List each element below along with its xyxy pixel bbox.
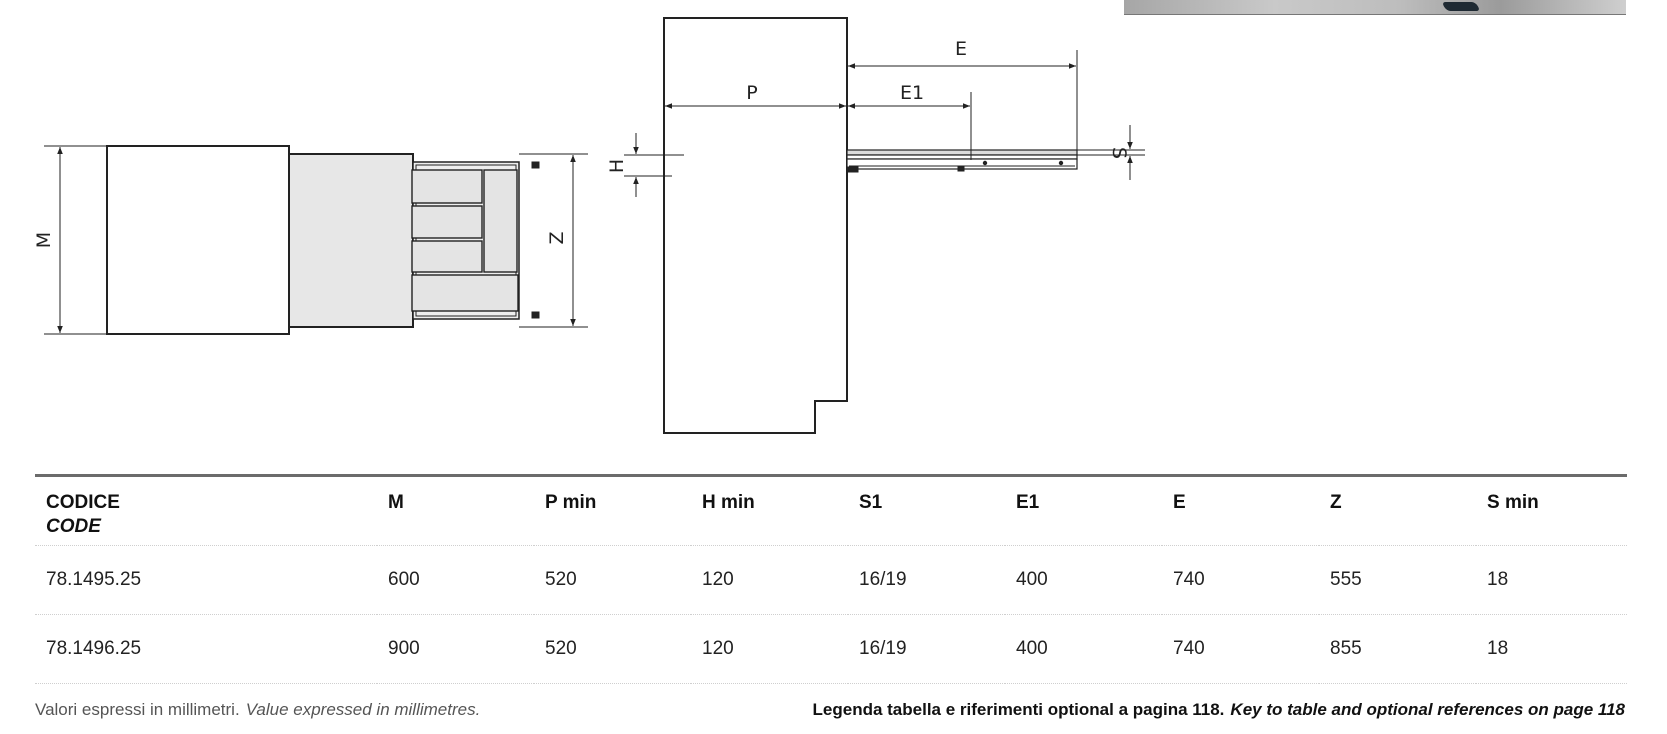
header-e: E xyxy=(1173,492,1186,513)
cell-s1: 16/19 xyxy=(848,614,1005,684)
top-view xyxy=(44,145,588,335)
legend-footnote-en: Key to table and optional references on … xyxy=(1230,700,1625,719)
dimension-e1-label: E1 xyxy=(900,82,924,104)
cell-m: 600 xyxy=(377,545,534,615)
product-photo-fragment xyxy=(1124,0,1626,15)
cell-e1: 400 xyxy=(1005,614,1162,684)
technical-drawing: M Z H P E1 E S xyxy=(33,17,1145,434)
cabinet-side-view xyxy=(663,17,848,434)
header-e1: E1 xyxy=(1016,492,1040,513)
cell-m: 900 xyxy=(377,614,534,684)
cabinet-top-view xyxy=(106,145,290,335)
header-s-min: S min xyxy=(1487,492,1539,513)
header-p-min: P min xyxy=(545,492,597,513)
units-footnote-it: Valori espressi in millimetri. xyxy=(35,700,240,719)
specification-table: CODICE CODE M P min H min S1 E1 E Z S mi… xyxy=(35,474,1627,684)
table-row: 78.1496.25 900 520 120 16/19 400 740 855… xyxy=(35,614,1627,684)
cell-h-min: 120 xyxy=(691,614,848,684)
dimension-e-label: E xyxy=(955,38,967,60)
legend-footnote-it: Legenda tabella e riferimenti optional a… xyxy=(812,700,1225,719)
table-header-row: CODICE CODE M P min H min S1 E1 E Z S mi… xyxy=(35,476,1627,546)
cell-s1: 16/19 xyxy=(848,545,1005,615)
header-s1: S1 xyxy=(859,492,883,513)
dimension-s-label: S xyxy=(1108,147,1130,159)
header-code: CODICE CODE xyxy=(35,476,377,546)
dimension-p-label: P xyxy=(746,82,757,104)
header-h-min: H min xyxy=(702,492,755,513)
cell-p-min: 520 xyxy=(534,545,691,615)
cell-e: 740 xyxy=(1162,614,1319,684)
table-row: 78.1495.25 600 520 120 16/19 400 740 555… xyxy=(35,545,1627,615)
cell-p-min: 520 xyxy=(534,614,691,684)
header-code-it: CODICE xyxy=(46,492,120,513)
cell-z: 855 xyxy=(1319,614,1476,684)
dimension-h-label: H xyxy=(606,159,628,173)
legend-footnote: Legenda tabella e riferimenti optional a… xyxy=(813,700,1625,720)
dimension-m-label: M xyxy=(33,232,55,248)
cell-s-min: 18 xyxy=(1476,545,1627,615)
cell-e1: 400 xyxy=(1005,545,1162,615)
dimension-z-label: Z xyxy=(546,231,568,244)
units-footnote: Valori espressi in millimetri. Value expr… xyxy=(35,700,480,720)
cell-e: 740 xyxy=(1162,545,1319,615)
cell-z: 555 xyxy=(1319,545,1476,615)
cell-code: 78.1496.25 xyxy=(35,614,377,684)
header-z: Z xyxy=(1330,492,1342,513)
side-view xyxy=(624,17,1145,434)
cell-code: 78.1495.25 xyxy=(35,545,377,615)
drawer-body xyxy=(288,153,414,328)
units-footnote-en: Value expressed in millimetres. xyxy=(245,700,481,719)
drawer-runner xyxy=(846,149,1078,156)
header-code-en: CODE xyxy=(46,516,101,537)
header-m: M xyxy=(388,492,404,513)
cell-s-min: 18 xyxy=(1476,614,1627,684)
cell-h-min: 120 xyxy=(691,545,848,615)
